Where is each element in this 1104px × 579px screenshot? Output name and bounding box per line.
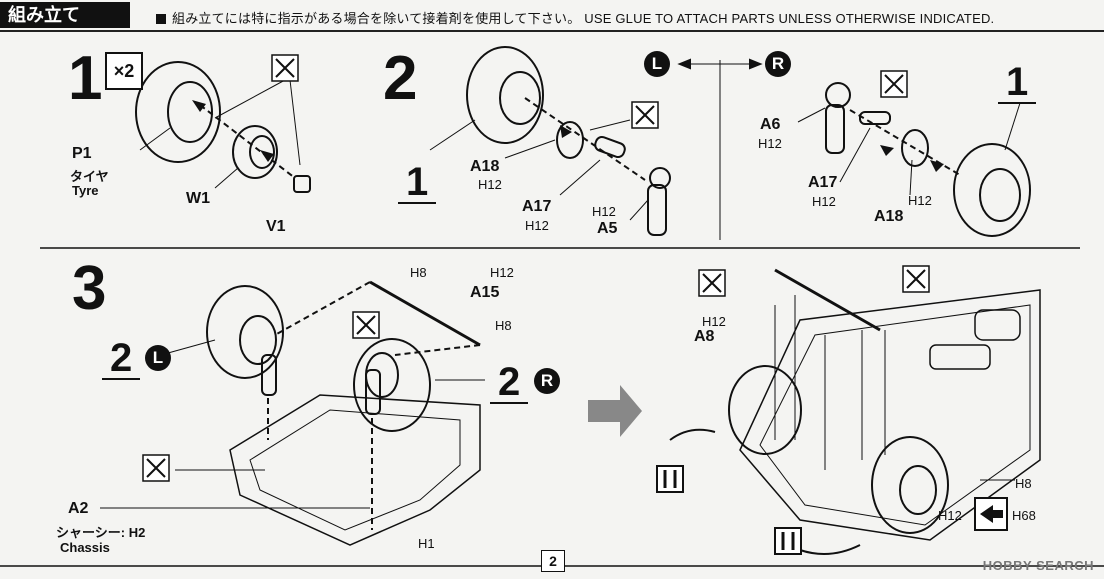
label-a17-right: A17 <box>808 174 838 191</box>
header-rule <box>0 30 1104 32</box>
step-2-number: 2 <box>383 44 418 113</box>
left-mark: L <box>644 51 670 77</box>
label-w1: W1 <box>186 190 210 207</box>
ref-step-2-right: 2 <box>490 362 529 404</box>
label-h12-a17-right: H12 <box>812 194 836 209</box>
label-h12-right: H12 <box>938 508 962 523</box>
glue-notice: 組み立てには特に指示がある場合を除いて接着剤を使用して下さい。 USE GLUE… <box>156 8 994 27</box>
step-1-number: 1 <box>68 44 103 113</box>
ref-step-1-left: 1 <box>398 162 437 204</box>
section-title: 組み立て <box>0 2 130 28</box>
label-a8: A8 <box>694 328 715 345</box>
tyre-shape <box>135 61 221 163</box>
label-h12-a6: H12 <box>758 136 782 151</box>
ref-step-2-left: 2 <box>102 338 141 380</box>
label-chassis-jp: シャーシー: H2 <box>56 525 146 540</box>
left-mark-step3: L <box>145 345 171 371</box>
label-a6: A6 <box>760 116 781 133</box>
ref-step-1-right: 1 <box>998 62 1037 104</box>
label-a17-left: A17 <box>522 198 552 215</box>
label-h68: H68 <box>1012 508 1036 523</box>
label-a15: A15 <box>470 284 500 301</box>
label-v1: V1 <box>266 218 286 235</box>
label-a18-left: A18 <box>470 158 500 175</box>
right-mark-step3: R <box>534 368 560 394</box>
label-a18-right: A18 <box>874 208 904 225</box>
label-h12-a18-left: H12 <box>478 177 502 192</box>
label-h8-mid: H8 <box>495 318 512 333</box>
label-p1: P1 <box>72 145 92 162</box>
bullet-square-icon <box>156 14 166 24</box>
rotate-arrows <box>656 465 1008 555</box>
label-h12-a17-left: H12 <box>525 218 549 233</box>
step-3-number: 3 <box>72 254 107 323</box>
label-a2: A2 <box>68 500 89 517</box>
label-h12-a5: H12 <box>592 204 616 219</box>
label-h1: H1 <box>418 536 435 551</box>
label-chassis-en: Chassis <box>60 540 110 555</box>
label-h12-top: H12 <box>490 265 514 280</box>
watermark: HOBBY SEARCH <box>982 558 1094 573</box>
label-h8-top: H8 <box>410 265 427 280</box>
label-tyre-en: Tyre <box>72 183 99 198</box>
label-tyre-jp: タイヤ <box>70 169 109 184</box>
label-h12-a8: H12 <box>702 314 726 329</box>
right-mark: R <box>765 51 791 77</box>
quantity-badge: ×2 <box>105 52 143 90</box>
label-h12-a18-right: H12 <box>908 193 932 208</box>
label-h8-right: H8 <box>1015 476 1032 491</box>
page-number: 2 <box>541 550 565 572</box>
label-a5: A5 <box>597 220 618 237</box>
